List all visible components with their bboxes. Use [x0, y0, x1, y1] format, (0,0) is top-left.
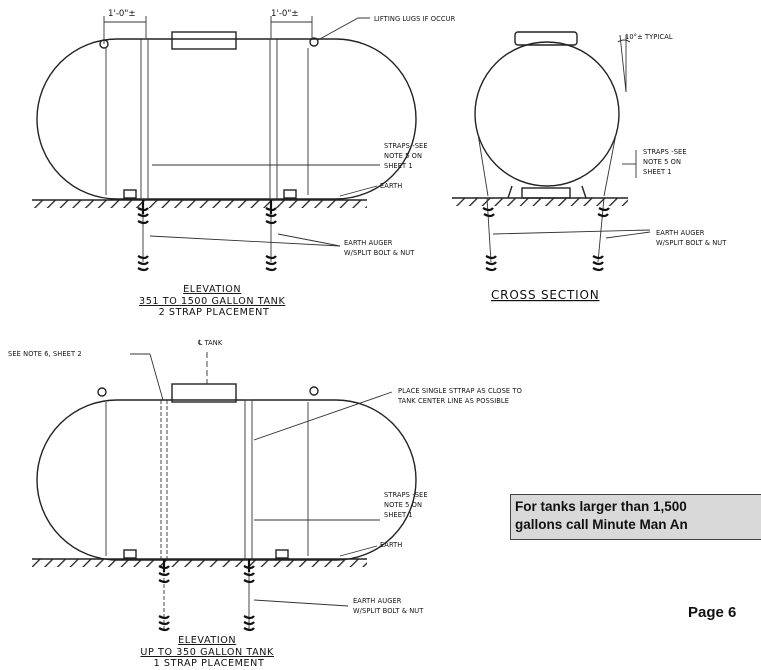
bottom-elevation-title: ELEVATION UP TO 350 GALLON TANK 1 STRAP …: [140, 635, 277, 669]
dim-left-label: 1'-0"±: [108, 9, 136, 19]
tank-outline-top: [36, 38, 417, 200]
lifting-lugs-label: LIFTING LUGS IF OCCUR: [374, 14, 456, 23]
ground-hatch-bottom: [32, 559, 367, 567]
strap-left: [140, 38, 149, 200]
cross-section-title: CROSS SECTION: [491, 288, 599, 302]
tank-dome-top: [171, 31, 237, 50]
top-elevation-title: ELEVATION 351 TO 1500 GALLON TANK 2 STRA…: [139, 284, 289, 318]
see-note-label: SEE NOTE 6, SHEET 2: [8, 349, 82, 358]
callout-line-2: gallons call Minute Man An: [515, 517, 688, 532]
ground-hatch-top: [32, 200, 367, 208]
dim-right-label: 1'-0"±: [271, 9, 299, 19]
centerline-label: ℄ TANK: [198, 338, 223, 347]
top-elevation: 1'-0"± 1'-0"± LIFTING LUGS IF OCCUR STRA…: [32, 9, 456, 318]
tank-circle: [474, 41, 620, 187]
earth-label-top: EARTH: [380, 181, 402, 190]
ground-hatch-xsec: [452, 198, 628, 206]
strap-right: [269, 38, 278, 200]
callout-box: For tanks larger than 1,500 gallons call…: [510, 494, 761, 540]
tank-outline-bottom: [36, 399, 417, 561]
lifting-lug-right: [309, 37, 319, 47]
callout-line-1: For tanks larger than 1,500: [515, 499, 687, 514]
angle-label: 10°± TYPICAL: [625, 32, 673, 41]
page-number: Page 6: [688, 604, 737, 621]
earth-label-bottom: EARTH: [380, 540, 402, 549]
bottom-elevation: ℄ TANK SEE NOTE 6, SHEET 2 PLACE SINGLE …: [8, 338, 522, 669]
